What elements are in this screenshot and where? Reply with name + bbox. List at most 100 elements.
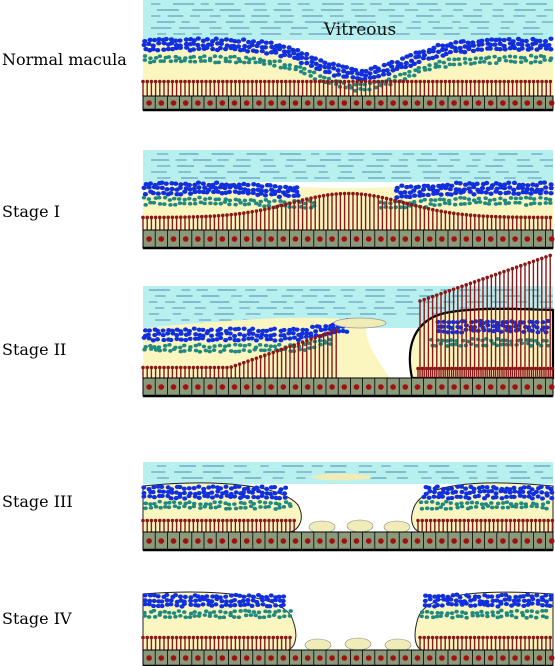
cuff-deposit: [383, 520, 411, 534]
rpe-nucleus: [207, 384, 213, 390]
rpe-nucleus: [524, 384, 531, 390]
rpe-nucleus: [219, 236, 226, 242]
rpe-nucleus: [548, 384, 555, 390]
rpe-nucleus: [524, 236, 531, 242]
rpe-nucleus: [426, 655, 433, 661]
rpe-nucleus: [256, 538, 262, 544]
rpe-nucleus: [304, 655, 311, 661]
rpe-nucleus: [256, 384, 262, 390]
rpe-nucleus: [304, 384, 311, 390]
rpe-nucleus: [536, 100, 543, 106]
rpe-nucleus: [219, 100, 226, 106]
rpe-nucleus: [329, 538, 335, 544]
stage-label-normal: Normal macula: [2, 50, 127, 69]
rpe-nucleus: [402, 384, 409, 390]
rpe-nucleus: [292, 236, 299, 242]
rpe-nucleus: [524, 538, 531, 544]
rpe-nucleus: [512, 384, 518, 390]
rpe-nucleus: [500, 538, 506, 544]
rpe-nucleus: [317, 655, 323, 661]
rpe-nucleus: [207, 538, 213, 544]
rpe-nucleus: [414, 100, 421, 106]
rpe-nucleus: [426, 236, 433, 242]
vitreous-fibers: [151, 465, 553, 479]
stage-label-1: Stage I: [2, 202, 61, 221]
rpe-nucleus: [207, 236, 213, 242]
rpe-nucleus: [439, 100, 445, 106]
cuff-deposit: [304, 638, 332, 652]
rpe-nucleus: [512, 100, 518, 106]
rpe-nucleus: [231, 655, 238, 661]
rpe-nucleus: [268, 100, 274, 106]
rpe-nucleus: [548, 538, 555, 544]
rpe-nucleus: [243, 384, 250, 390]
rpe-nucleus: [365, 236, 372, 242]
rpe-nucleus: [292, 384, 299, 390]
rpe-nucleus: [353, 236, 360, 242]
rpe-nucleus: [231, 384, 238, 390]
rpe-nucleus: [548, 100, 555, 106]
rpe-nucleus: [536, 236, 543, 242]
rpe-nucleus: [329, 100, 335, 106]
rpe-nucleus: [341, 538, 348, 544]
rpe-nucleus: [475, 236, 482, 242]
rpe-nucleus: [146, 100, 152, 106]
rpe-nucleus: [475, 384, 482, 390]
rpe-nucleus: [207, 100, 213, 106]
rpe-nucleus: [292, 100, 299, 106]
rpe-nucleus: [439, 384, 445, 390]
rpe-nucleus: [353, 538, 360, 544]
rpe-nucleus: [219, 538, 226, 544]
rpe-nucleus: [146, 655, 152, 661]
rpe-nucleus: [292, 655, 299, 661]
rpe-nucleus: [243, 655, 250, 661]
rpe-nucleus: [280, 100, 287, 106]
rpe-nucleus: [182, 655, 189, 661]
rpe-nucleus: [170, 100, 177, 106]
rpe-nucleus: [536, 384, 543, 390]
rpe-nucleus: [353, 100, 360, 106]
vitreous-body: [143, 0, 553, 40]
rpe-nucleus: [487, 655, 494, 661]
rpe-nucleus: [402, 655, 409, 661]
rpe-nucleus: [268, 236, 274, 242]
stage-3: [141, 462, 555, 552]
rpe-nucleus: [182, 384, 189, 390]
rpe-nucleus: [402, 100, 409, 106]
rpe-nucleus: [500, 236, 506, 242]
rpe-nucleus: [170, 538, 177, 544]
rpe-nucleus: [512, 236, 518, 242]
stage-1: [141, 150, 555, 250]
rpe-nucleus: [390, 384, 396, 390]
rpe-nucleus: [243, 538, 250, 544]
rpe-nucleus: [329, 384, 335, 390]
rpe-nucleus: [268, 538, 274, 544]
rpe-nucleus: [451, 538, 457, 544]
rpe-nucleus: [329, 655, 335, 661]
rpe-nucleus: [280, 384, 287, 390]
rpe-nucleus: [426, 384, 433, 390]
rpe-nucleus: [256, 236, 262, 242]
rpe-nucleus: [378, 655, 384, 661]
rpe-nucleus: [195, 236, 201, 242]
cuff-deposit: [308, 520, 336, 534]
rpe-nucleus: [353, 384, 360, 390]
rpe-nucleus: [439, 538, 445, 544]
rpe-nucleus: [219, 384, 226, 390]
rpe-nucleus: [414, 384, 421, 390]
rpe-nucleus: [317, 384, 323, 390]
vitreous-fibers: [151, 153, 553, 179]
rpe-nucleus: [182, 100, 189, 106]
rpe-nucleus: [500, 655, 506, 661]
rpe-nucleus: [548, 655, 555, 661]
rpe-nucleus: [475, 655, 482, 661]
rpe-nucleus: [280, 538, 287, 544]
rpe-nucleus: [158, 655, 165, 661]
rpe-nucleus: [365, 100, 372, 106]
rpe-nucleus: [219, 655, 226, 661]
cuff-deposit: [384, 638, 412, 652]
operculum: [333, 317, 387, 329]
rpe-nucleus: [256, 655, 262, 661]
rpe-nucleus: [378, 100, 384, 106]
